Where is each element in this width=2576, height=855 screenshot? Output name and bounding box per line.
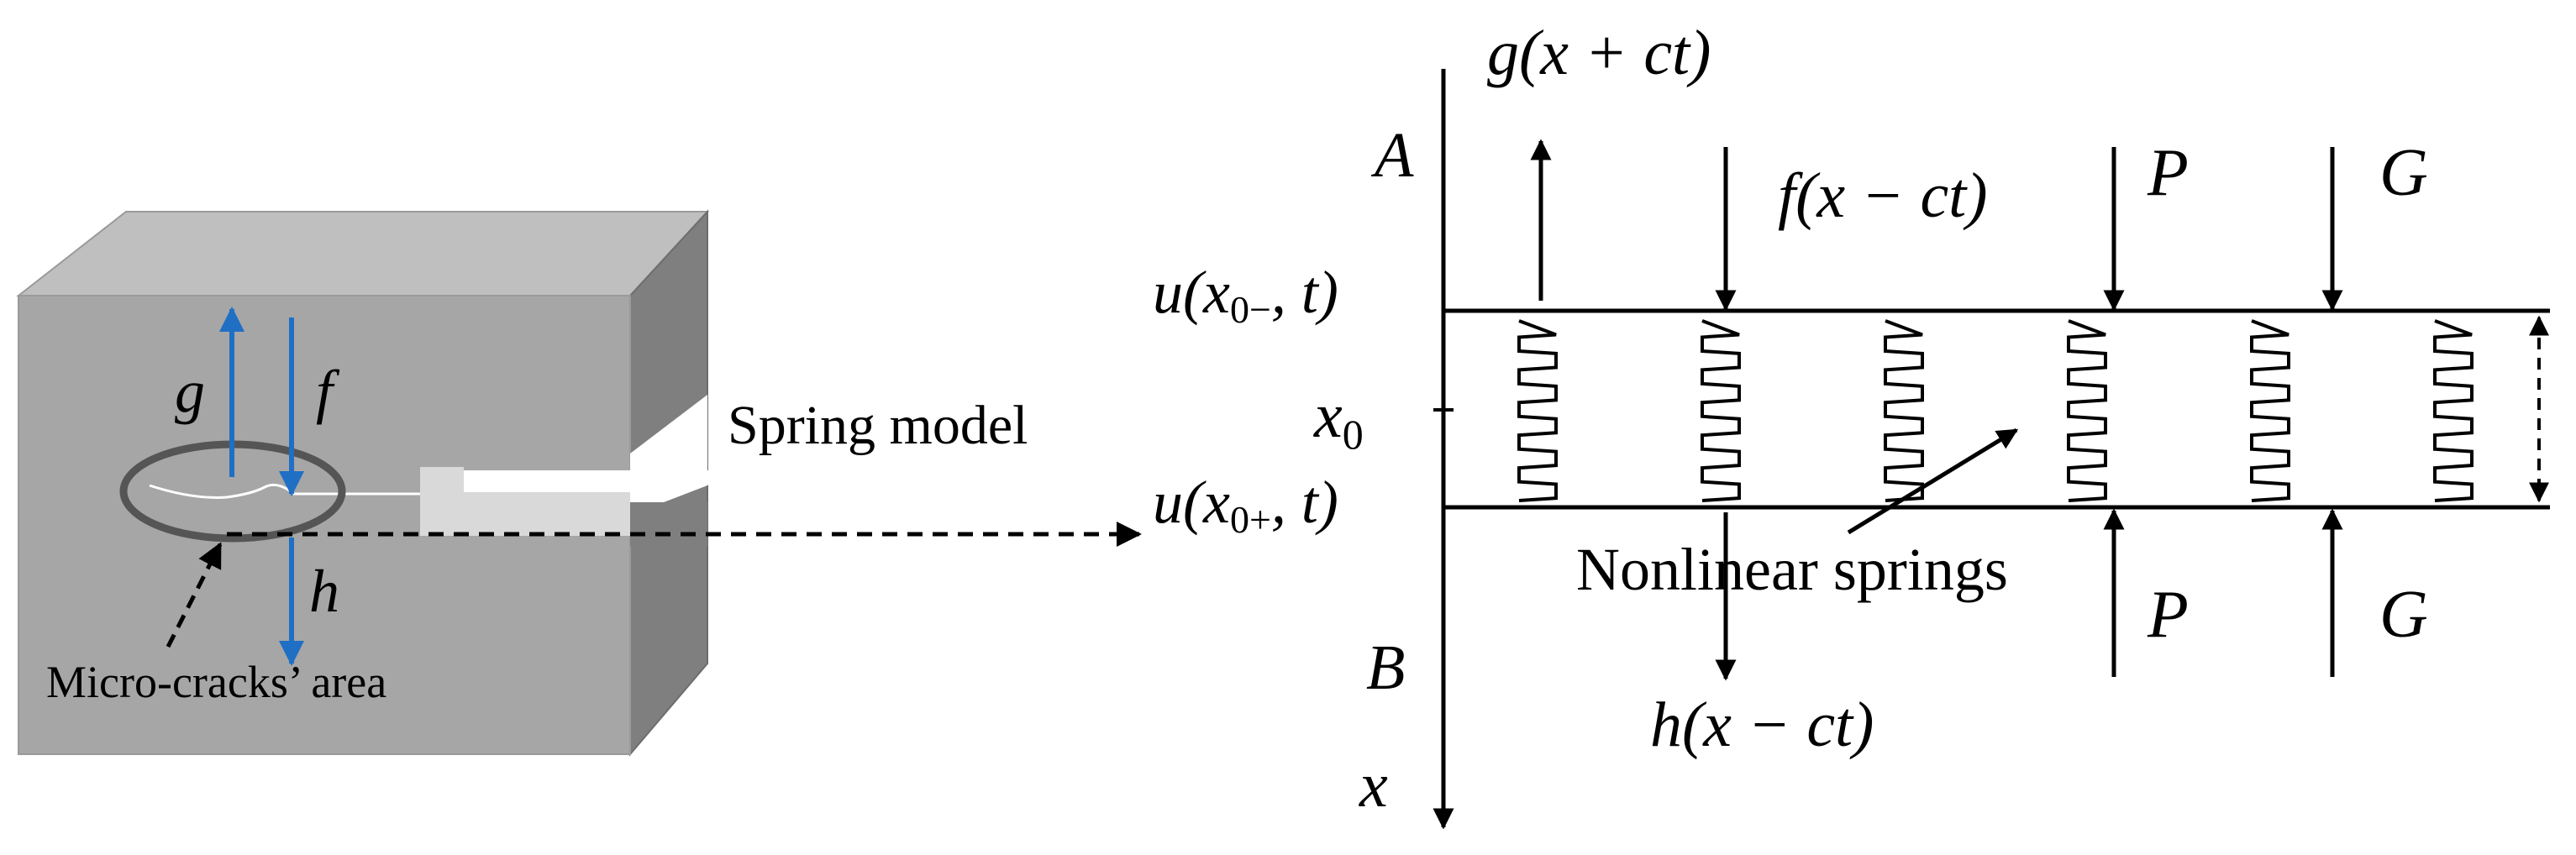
label-x-axis: x xyxy=(1359,750,1388,821)
block-top-face xyxy=(16,211,710,296)
label-g-wave: g(x + ct) xyxy=(1487,18,1711,88)
notch-tip-bright xyxy=(420,467,464,492)
label-A: A xyxy=(1370,120,1414,191)
spring-model-diagram: A B x x0 u(x0−, t) u(x0+, t) g(x + ct) f… xyxy=(1153,18,2550,830)
label-h-wave: h(x − ct) xyxy=(1650,690,1874,760)
cracked-block-illustration: g f h Micro-cracks’ area xyxy=(16,209,724,757)
label-u-minus: u(x0−, t) xyxy=(1153,259,1338,331)
label-h: h xyxy=(309,558,339,625)
spring-2 xyxy=(1701,319,1741,502)
spring-model-caption: Spring model xyxy=(728,395,1028,456)
label-g: g xyxy=(175,358,205,425)
spring-5 xyxy=(2250,319,2290,502)
label-f-wave: f(x − ct) xyxy=(1778,160,1988,231)
spring-4 xyxy=(2067,319,2107,502)
microcracks-pointer-arrow xyxy=(166,542,223,648)
notch-lower-side xyxy=(630,502,707,546)
label-P-top: P xyxy=(2147,136,2189,210)
notch-shadow xyxy=(630,395,707,470)
label-G-bottom: G xyxy=(2379,578,2428,652)
label-x0: x0 xyxy=(1313,380,1364,458)
nonlinear-springs-group xyxy=(1517,319,2473,502)
label-G-top: G xyxy=(2379,136,2428,210)
nonlinear-springs-label: Nonlinear springs xyxy=(1576,536,2008,603)
springs-pointer-arrow xyxy=(1847,428,2019,535)
label-B: B xyxy=(1366,632,1405,703)
notch-lower-lip xyxy=(420,492,630,536)
label-P-bottom: P xyxy=(2147,578,2189,652)
microcracks-label: Micro-cracks’ area xyxy=(46,657,386,707)
spring-3 xyxy=(1884,319,1924,502)
spring-6 xyxy=(2433,319,2473,502)
label-u-plus: u(x0+, t) xyxy=(1153,469,1338,541)
spring-1 xyxy=(1517,319,1558,502)
